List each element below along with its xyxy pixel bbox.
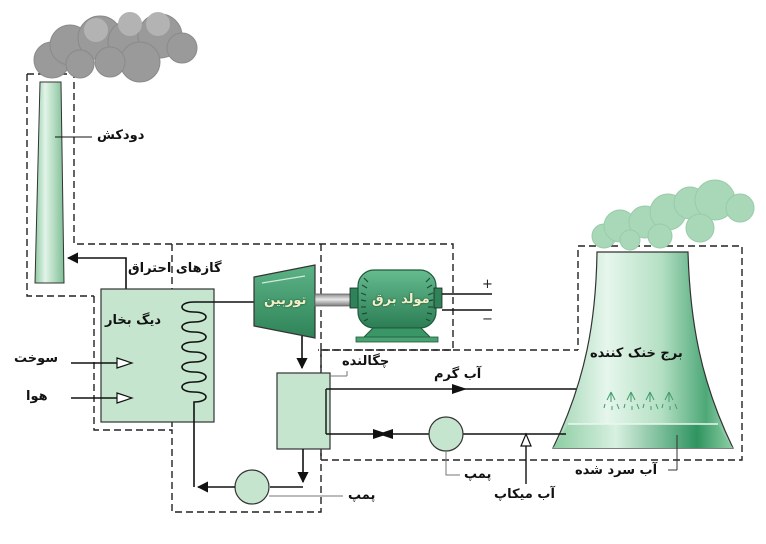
hot-water-label: آب گرم: [434, 367, 482, 382]
minus-label: −: [482, 312, 493, 327]
flue-gases-label: گازهای احتراق: [128, 261, 222, 276]
cooled-water-label: آب سرد شده: [575, 463, 658, 478]
air-label: هوا: [26, 389, 48, 404]
fuel-arrow: [71, 357, 134, 369]
cooling-pump: [428, 416, 464, 452]
generator: [349, 269, 443, 343]
condenser-label: چگالنده: [342, 354, 390, 369]
boiler-coil: [181, 301, 214, 410]
boiler-boundary: [93, 244, 322, 513]
cooling-tower-label: برج خنک کننده: [590, 346, 683, 361]
boiler-label: دیگ بخار: [105, 313, 162, 328]
turbine-label: توربین: [264, 293, 307, 308]
smoke-cloud: [33, 12, 198, 83]
makeup-water-arrow: [520, 432, 532, 447]
cooling-pump-label: پمپ: [464, 467, 492, 482]
shaft: [314, 293, 352, 307]
fuel-label: سوخت: [14, 351, 59, 366]
chimney: [34, 81, 65, 284]
plus-label: +: [482, 277, 493, 292]
flue-gas-line: [66, 252, 127, 290]
tower-steam-cloud: [591, 179, 755, 251]
cooling-pump-leader: [445, 451, 460, 476]
turbine: [253, 264, 316, 339]
makeup-water-label: آب میکاپ: [494, 487, 555, 502]
chimney-label: دودکش: [97, 128, 145, 143]
condenser: [276, 372, 331, 450]
spray-nozzles: [603, 391, 678, 410]
hot-water-arrow: [452, 384, 467, 394]
feed-pump-label: پمپ: [348, 488, 376, 503]
cooling-tower-basin: [553, 424, 733, 448]
generator-label: مولد برق: [372, 292, 430, 307]
air-arrow: [71, 392, 134, 404]
chimney-boundary: [26, 73, 454, 351]
return-arrowhead: [378, 429, 393, 439]
feed-pump: [234, 469, 270, 505]
